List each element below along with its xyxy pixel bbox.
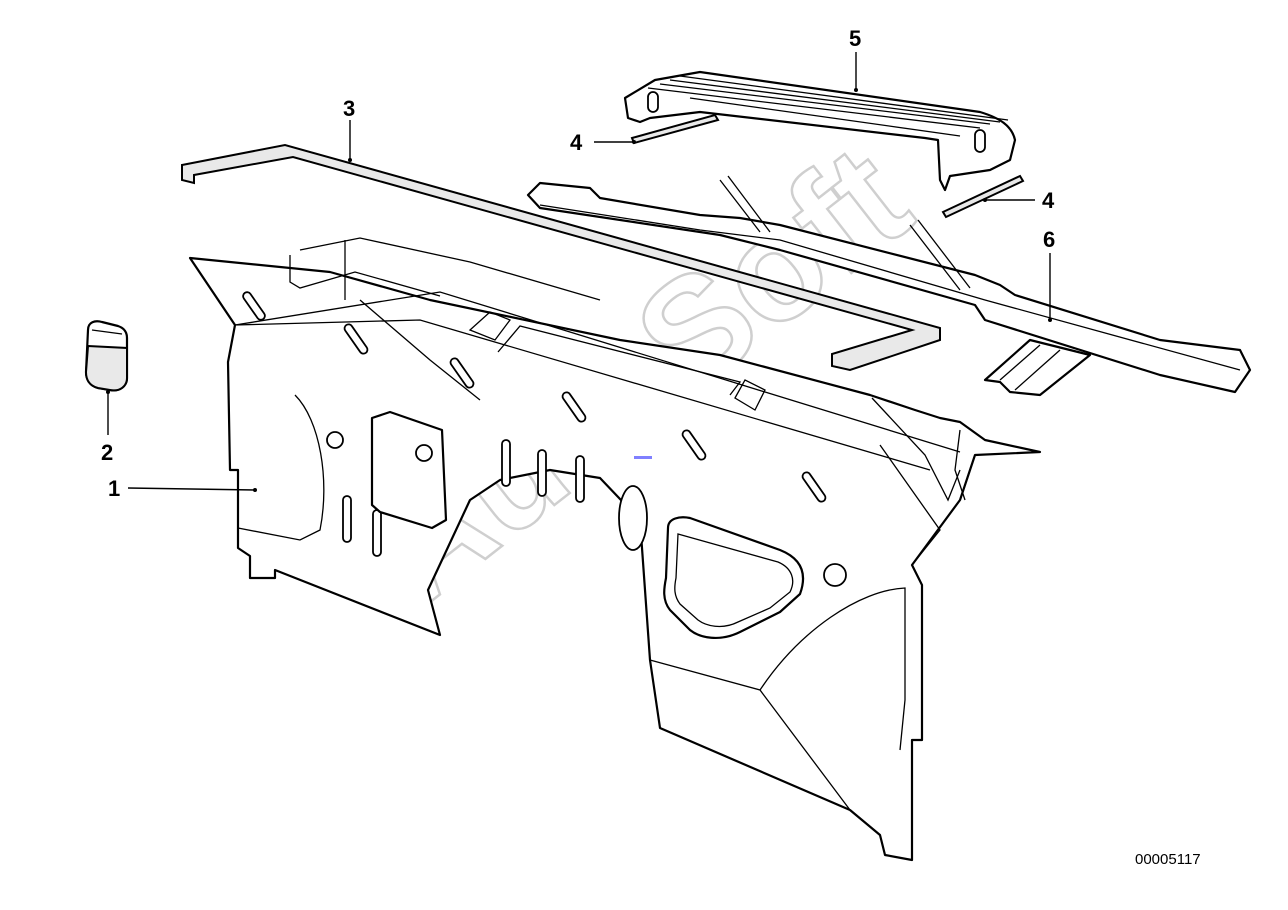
part-2-clip[interactable]	[84, 320, 129, 392]
callout-3[interactable]: 3	[343, 96, 355, 121]
callout-4-upper[interactable]: 4	[570, 130, 583, 155]
callout-2[interactable]: 2	[101, 440, 113, 465]
part-5-bracket[interactable]	[623, 70, 1017, 192]
callout-5[interactable]: 5	[849, 26, 861, 51]
callout-4-lower[interactable]: 4	[1042, 188, 1055, 213]
center-marker	[634, 456, 652, 459]
part-3-foam-seal[interactable]	[181, 143, 941, 372]
part-1-bulkhead-panel[interactable]	[188, 237, 1042, 862]
reference-number: 00005117	[1135, 851, 1201, 868]
leader-lines	[106, 52, 1052, 492]
callout-6[interactable]: 6	[1043, 227, 1055, 252]
part-4-strip-lower[interactable]	[941, 174, 1025, 219]
part-6-rail[interactable]	[526, 175, 1252, 397]
callout-1[interactable]: 1	[108, 476, 120, 501]
